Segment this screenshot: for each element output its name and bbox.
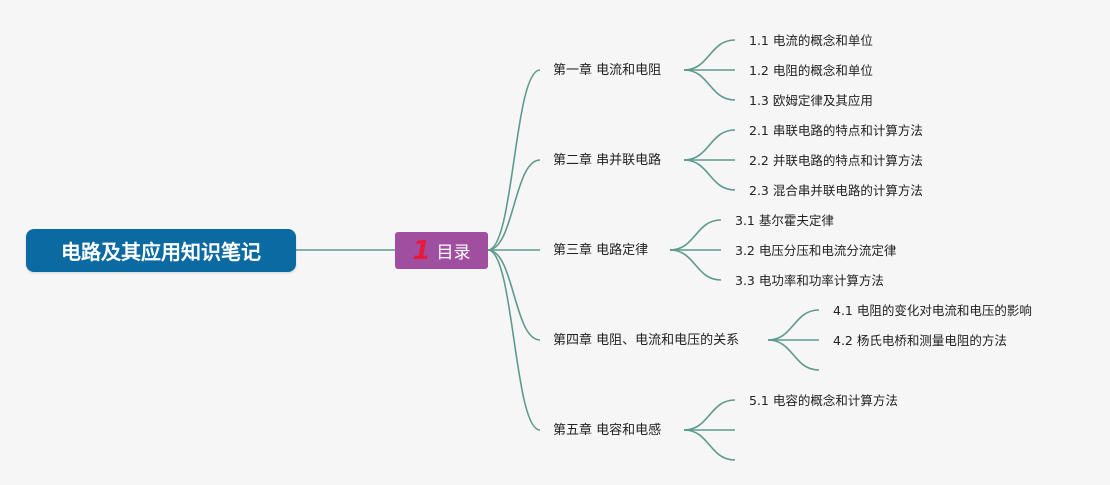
link-chapter-1-section-3 [683, 69, 736, 101]
chapter-2-topic[interactable]: 第二章 串并联电路 [553, 153, 662, 168]
link-chapter-3-section-3 [669, 249, 722, 281]
section-5-1-topic[interactable]: 5.1 电容的概念和计算方法 [749, 393, 898, 408]
chapter-3-topic[interactable]: 第三章 电路定律 [553, 243, 649, 258]
link-chapter-2-section-3 [683, 159, 736, 191]
section-1-2-topic[interactable]: 1.2 电阻的概念和单位 [749, 63, 873, 78]
hub-label: 目录 [436, 243, 471, 263]
section-2-2-topic[interactable]: 2.2 并联电路的特点和计算方法 [749, 153, 923, 168]
chapter-1-topic[interactable]: 第一章 电流和电阻 [553, 63, 662, 78]
section-1-3-topic[interactable]: 1.3 欧姆定律及其应用 [749, 93, 873, 108]
chapter-5-topic[interactable]: 第五章 电容和电感 [553, 423, 662, 438]
section-2-3-topic[interactable]: 2.3 混合串并联电路的计算方法 [749, 183, 923, 198]
section-1-1-topic[interactable]: 1.1 电流的概念和单位 [749, 33, 873, 48]
link-hub-chapter-5 [487, 249, 541, 431]
link-chapter-5-section-1 [683, 399, 736, 431]
section-4-2-topic[interactable]: 4.2 杨氏电桥和测量电阻的方法 [833, 333, 1007, 348]
section-2-1-topic[interactable]: 2.1 串联电路的特点和计算方法 [749, 123, 923, 138]
link-hub-chapter-2 [487, 159, 541, 251]
link-chapter-2-section-1 [683, 129, 736, 161]
section-4-1-topic[interactable]: 4.1 电阻的变化对电流和电压的影响 [833, 303, 1032, 318]
section-3-3-topic[interactable]: 3.3 电功率和功率计算方法 [735, 273, 884, 288]
link-chapter-3-section-1 [669, 219, 722, 251]
section-3-1-topic[interactable]: 3.1 基尔霍夫定律 [735, 213, 834, 228]
chapter-4-topic[interactable]: 第四章 电阻、电流和电压的关系 [553, 333, 740, 348]
link-hub-chapter-1 [487, 69, 541, 251]
toc-hub-topic[interactable]: 1 目录 [395, 232, 488, 269]
link-chapter-4-section-3 [767, 339, 820, 371]
section-3-2-topic[interactable]: 3.2 电压分压和电流分流定律 [735, 243, 897, 258]
link-chapter-5-section-3 [683, 429, 736, 461]
link-chapter-1-section-1 [683, 39, 736, 71]
hub-number: 1 [412, 235, 431, 266]
link-hub-chapter-4 [487, 249, 541, 341]
link-chapter-4-section-1 [767, 309, 820, 341]
root-topic[interactable]: 电路及其应用知识笔记 [26, 229, 296, 272]
root-title: 电路及其应用知识笔记 [61, 240, 261, 264]
